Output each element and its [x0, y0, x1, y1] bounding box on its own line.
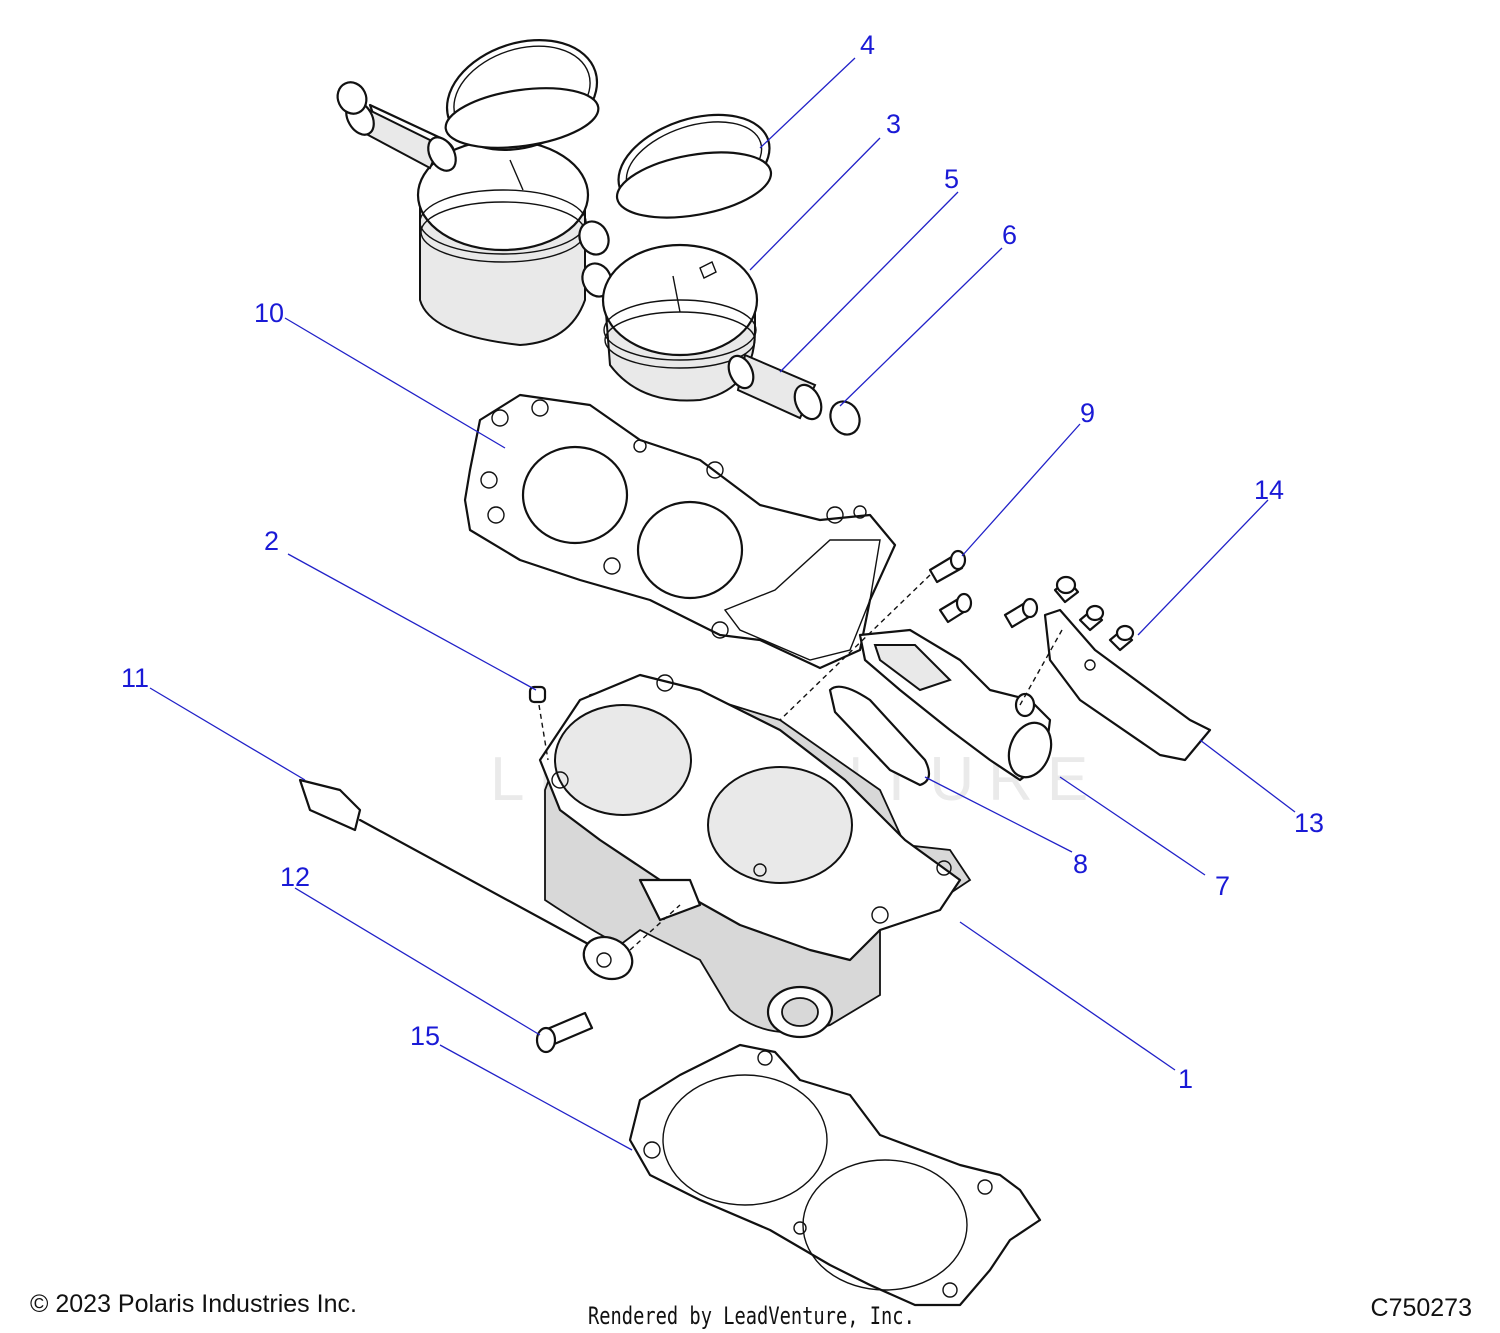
sensor-bolt — [535, 1011, 594, 1054]
callout-2: 2 — [264, 526, 279, 556]
callout-6: 6 — [1002, 220, 1017, 250]
dowel-pin — [528, 685, 549, 761]
callout-3: 3 — [886, 109, 901, 139]
callout-4: 4 — [860, 30, 875, 60]
callout-labels: 1 2 3 4 5 6 7 8 9 10 11 12 13 14 15 — [121, 30, 1324, 1094]
heat-shield — [1019, 608, 1212, 762]
thermostat-gasket — [828, 685, 931, 787]
thermostat-bolts — [779, 549, 1039, 721]
piston-pin — [727, 353, 823, 421]
bracket-screws — [1053, 575, 1135, 652]
piston-pin-clips — [578, 220, 613, 298]
copyright-text: © 2023 Polaris Industries Inc. — [30, 1290, 357, 1318]
diagram-id: C750273 — [1370, 1294, 1472, 1322]
piston-upper — [416, 138, 590, 347]
callout-10: 10 — [254, 298, 284, 328]
piston-pin-upper — [336, 81, 457, 172]
callout-12: 12 — [280, 862, 310, 892]
callout-5: 5 — [944, 164, 959, 194]
callout-8: 8 — [1073, 849, 1088, 879]
callout-13: 13 — [1294, 808, 1324, 838]
knock-sensor — [298, 778, 681, 981]
callout-9: 9 — [1080, 398, 1095, 428]
piston-rings — [615, 113, 773, 219]
callout-11: 11 — [121, 663, 149, 693]
leader-lines — [149, 57, 1296, 1151]
callout-7: 7 — [1215, 871, 1230, 901]
base-gasket — [628, 1043, 1042, 1307]
piston — [601, 243, 759, 402]
callout-1: 1 — [1178, 1064, 1193, 1094]
thermostat-housing — [858, 628, 1053, 782]
cylinder-block — [538, 673, 972, 1039]
rendered-by-text: Rendered by LeadVenture, Inc. — [588, 1302, 915, 1330]
callout-15: 15 — [410, 1021, 440, 1051]
piston-rings-upper — [444, 39, 600, 151]
piston-pin-circlip — [829, 400, 861, 436]
head-gasket — [463, 393, 897, 670]
callout-14: 14 — [1254, 475, 1284, 505]
